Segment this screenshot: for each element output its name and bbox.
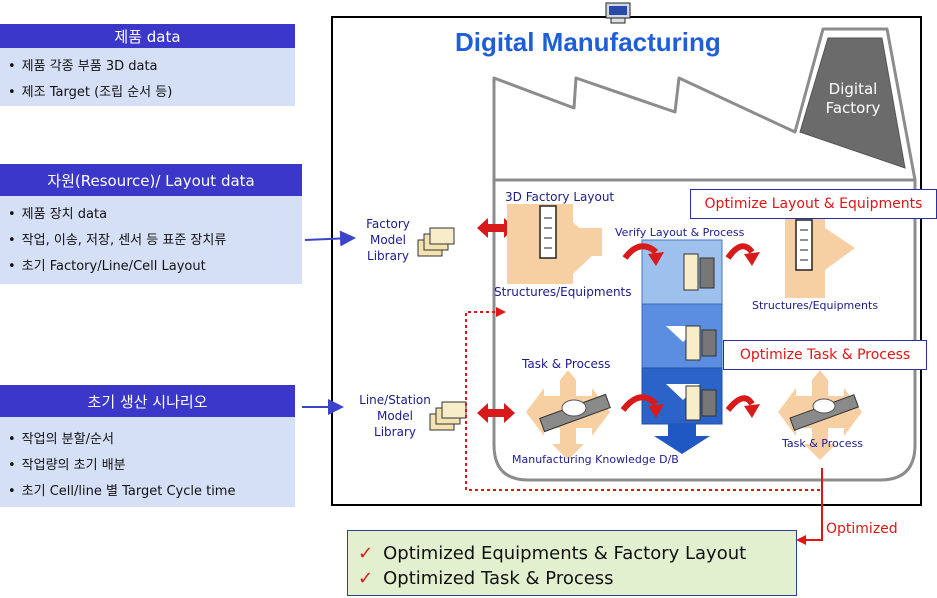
product-data-item: 제품 각종 부품 3D data: [8, 54, 295, 80]
factory-model-library-label: Factory Model Library: [356, 216, 420, 264]
scenario-item: 초기 Cell/line 별 Target Cycle time: [8, 479, 295, 505]
scenario-header: 초기 생산 시나리오: [0, 385, 295, 417]
factory-library-line: Model: [369, 233, 407, 247]
line-library-double-arrow: [477, 403, 515, 423]
factory-layout-3d-label: 3D Factory Layout: [505, 190, 615, 204]
factory-library-line: Factory: [366, 217, 410, 231]
computer-icon: [605, 2, 631, 24]
resource-item: 제품 장치 data: [8, 202, 302, 228]
resource-layout-header: 자원(Resource)/ Layout data: [0, 164, 302, 196]
structures-right-label: Structures/Equipments: [752, 299, 879, 312]
task-left-label: Task & Process: [522, 357, 611, 371]
line-library-icon: [429, 401, 467, 431]
verify-label: Verify Layout & Process: [615, 226, 745, 239]
line-library-line: Line/Station: [359, 393, 431, 407]
product-data-item: 제조 Target (조립 순서 등): [8, 80, 295, 106]
diagram-title: Digital Manufacturing: [455, 27, 721, 57]
factory-library-line: Library: [367, 249, 409, 263]
structures-left-label: Structures/Equipments: [494, 285, 632, 299]
result-text-equipments: Optimized Equipments & Factory Layout: [383, 543, 747, 564]
results-box: ✓ Optimized Equipments & Factory Layout ✓…: [347, 530, 797, 596]
line-library-line: Library: [374, 425, 416, 439]
scenario-title: 초기 생산 시나리오: [87, 392, 208, 411]
check-icon: ✓: [358, 568, 374, 589]
factory-library-double-arrow: [477, 218, 515, 238]
product-data-panel: 제품 각종 부품 3D data 제조 Target (조립 순서 등): [0, 48, 295, 106]
result-line-equipments: ✓ Optimized Equipments & Factory Layout: [358, 541, 796, 566]
digital-factory-label: Digital Factory: [818, 80, 888, 118]
knowledge-db-label: Manufacturing Knowledge D/B: [512, 453, 679, 466]
factory-roof: [492, 27, 917, 181]
resource-item: 작업, 이송, 저장, 센서 등 표준 장치류: [8, 228, 302, 254]
scenario-item: 작업량의 초기 배분: [8, 453, 295, 479]
machine-icon: [683, 253, 717, 421]
resource-to-factory-arrow: [304, 230, 356, 247]
resource-layout-panel: 제품 장치 data 작업, 이송, 저장, 센서 등 표준 장치류 초기 Fa…: [0, 196, 302, 284]
line-station-library-label: Line/Station Model Library: [350, 392, 440, 440]
result-line-task: ✓ Optimized Task & Process: [358, 566, 796, 591]
check-icon: ✓: [358, 543, 374, 564]
factory-library-icon: [417, 227, 455, 257]
digital-factory-block: [799, 37, 906, 169]
line-library-line: Model: [376, 409, 414, 423]
digital-factory-line1: Digital: [828, 80, 878, 98]
product-data-title: 제품 data: [114, 27, 181, 46]
task-process-left-icon: [526, 370, 611, 460]
digital-factory-line2: Factory: [825, 99, 881, 117]
curved-red-arrows: [620, 243, 755, 412]
optimized-connector: [802, 468, 823, 541]
task-right-label: Task & Process: [782, 437, 864, 450]
optimized-label: Optimized: [826, 521, 898, 537]
result-text-task: Optimized Task & Process: [383, 568, 614, 589]
optimize-task-label: Optimize Task & Process: [723, 340, 927, 370]
scenario-panel: 작업의 분할/순서 작업량의 초기 배분 초기 Cell/line 별 Targ…: [0, 417, 295, 507]
task-process-right-icon: [778, 370, 862, 460]
resource-item: 초기 Factory/Line/Cell Layout: [8, 254, 302, 280]
product-data-header: 제품 data: [0, 24, 295, 48]
scenario-item: 작업의 분할/순서: [8, 427, 295, 453]
resource-layout-title: 자원(Resource)/ Layout data: [47, 171, 255, 190]
optimize-layout-label: Optimize Layout & Equipments: [690, 189, 937, 219]
